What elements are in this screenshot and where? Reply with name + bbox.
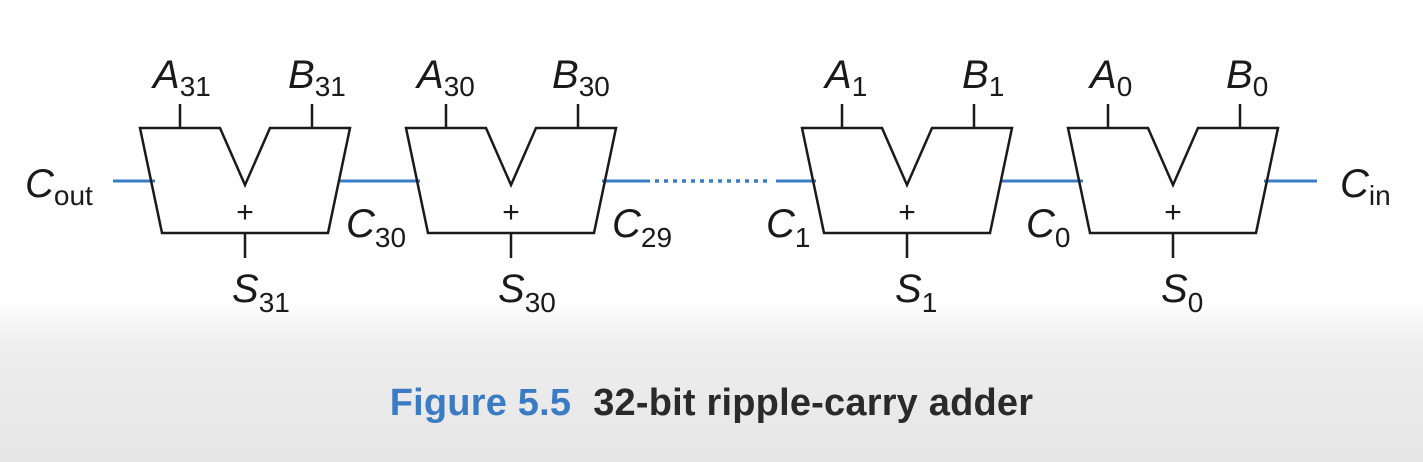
adder-block-1: + xyxy=(800,104,1014,258)
carry-in-label: Cin xyxy=(1340,162,1391,211)
carry-label-c30: C30 xyxy=(346,202,406,253)
adder-block-0: + xyxy=(1066,104,1280,258)
figure-caption: Figure 5.5 32-bit ripple-carry adder xyxy=(0,382,1423,425)
input-label-b0: B0 xyxy=(1226,53,1268,102)
input-label-b31: B31 xyxy=(288,53,346,102)
adder-shape xyxy=(1066,126,1280,235)
plus-sign: + xyxy=(898,196,916,229)
sum-label-s1: S1 xyxy=(895,267,937,318)
adder-shape xyxy=(404,126,618,235)
input-label-a1: A1 xyxy=(823,53,867,102)
sum-label-s30: S30 xyxy=(498,267,556,318)
input-label-a31: A31 xyxy=(151,53,211,102)
figure-number: Figure 5.5 xyxy=(389,382,572,424)
adder-block-30: + xyxy=(404,104,618,258)
input-label-a0: A0 xyxy=(1088,53,1132,102)
adder-shape xyxy=(800,126,1014,235)
carry-out-label: Cout xyxy=(25,162,93,211)
input-label-a30: A30 xyxy=(415,53,475,102)
adder-shape xyxy=(138,126,352,235)
input-label-b1: B1 xyxy=(962,53,1004,102)
plus-sign: + xyxy=(236,196,254,229)
carry-label-c1: C1 xyxy=(766,202,810,253)
figure-title: 32-bit ripple-carry adder xyxy=(593,382,1034,424)
adder-block-31: + xyxy=(138,104,352,258)
input-label-b30: B30 xyxy=(552,53,610,102)
plus-sign: + xyxy=(1164,196,1182,229)
sum-label-s0: S0 xyxy=(1161,267,1203,318)
plus-sign: + xyxy=(502,196,520,229)
sum-label-s31: S31 xyxy=(232,267,290,318)
carry-label-c0: C0 xyxy=(1026,202,1070,253)
carry-label-c29: C29 xyxy=(612,202,672,253)
